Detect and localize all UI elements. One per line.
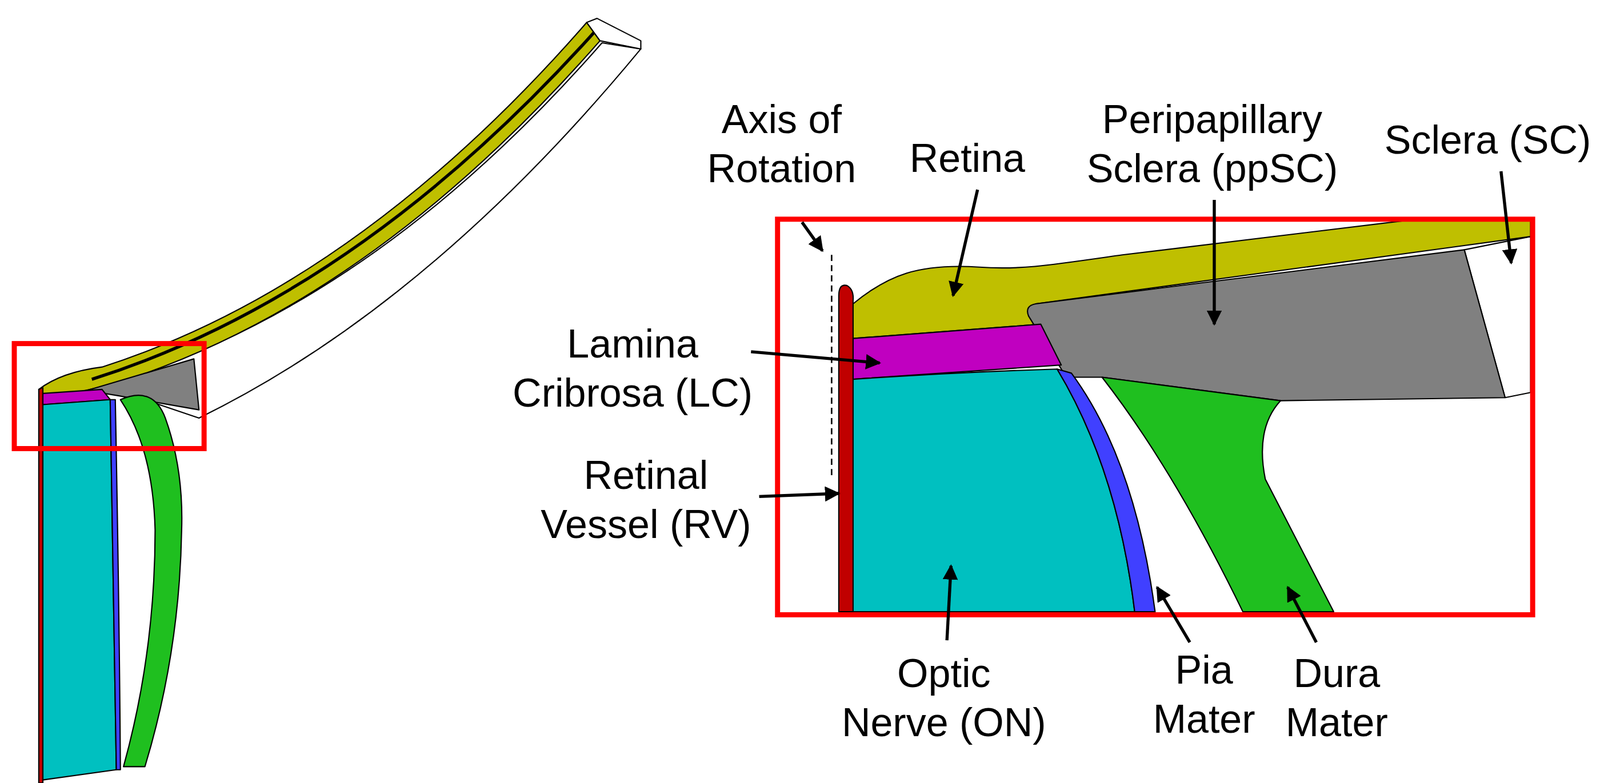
leader-arrow [759,493,839,497]
peripapillary-sclera [1027,249,1506,401]
leader-arrow [802,222,823,251]
leader-arrow [946,566,951,641]
leader-arrow [750,352,880,364]
part-label: Retinal Vessel (RV) [540,450,752,550]
part-label: Peripapillary Sclera (ppSC) [1085,94,1339,194]
retinal-vessel [838,285,854,612]
leader-arrow [1288,587,1317,643]
overview-optic-nerve [40,400,116,781]
leader-arrow [1501,171,1512,264]
overview-retina-line [92,32,595,380]
part-label: Optic Nerve (ON) [841,649,1047,748]
leader-arrow [953,189,978,296]
part-label: Lamina Cribrosa (LC) [512,319,754,418]
part-label: Pia Mater [1152,645,1256,744]
leader-arrow [1157,587,1190,643]
part-label: Axis of Rotation [706,94,858,194]
overview-sclera-end [586,18,642,50]
part-label: Retina [908,133,1026,183]
axis-of-rotation-line [830,254,833,478]
overview-pia [110,400,121,771]
zoom-frame [777,219,1533,616]
part-label: Dura Mater [1284,649,1389,748]
dura-mater [1102,377,1334,613]
leader-arrow [1212,200,1216,325]
overview-zoom-frame [14,344,204,450]
part-label: Sclera (SC) [1384,115,1592,165]
